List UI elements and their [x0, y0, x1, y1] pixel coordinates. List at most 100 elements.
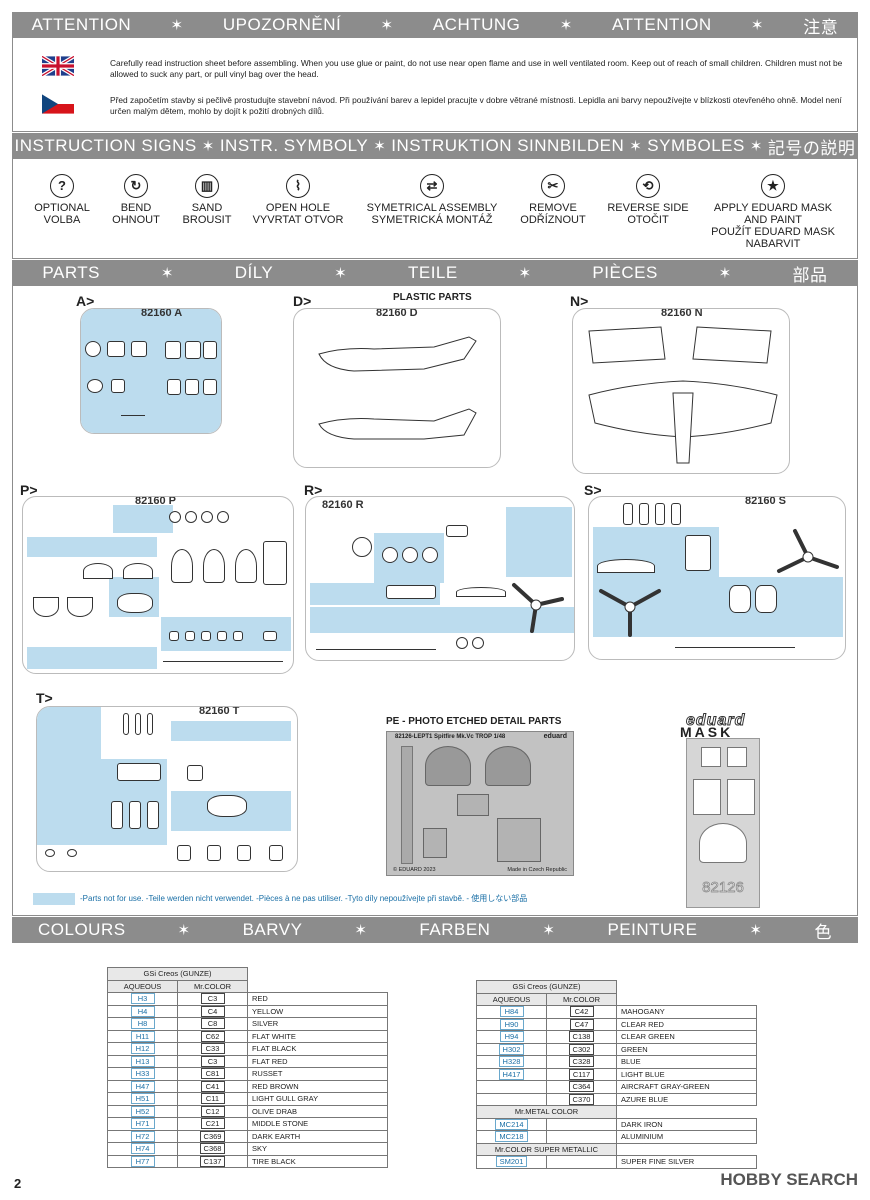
sign-label: OTOČIT — [627, 214, 669, 226]
mr-color-code — [546, 1155, 617, 1169]
star-separator: ✶ — [354, 922, 368, 939]
aqueous-code-tag: H90 — [499, 1018, 524, 1030]
aqueous-code-tag: H417 — [498, 1068, 525, 1080]
aqueous-code-tag: H12 — [130, 1043, 155, 1055]
aqueous-code: H47 — [107, 1079, 178, 1093]
star-mask-icon: ★ — [761, 174, 785, 198]
wing-parts-icon — [588, 326, 778, 464]
fuselage-halves-icon — [318, 336, 477, 440]
sprue-code: 82160 N — [661, 308, 703, 319]
mr-color-code-tag: C47 — [569, 1018, 594, 1030]
uk-flag-icon — [42, 56, 74, 76]
mr-color-code: C4 — [177, 1004, 248, 1018]
colour-name: ALUMINIUM — [616, 1130, 757, 1144]
header-text: TEILE — [407, 263, 458, 282]
colour-row: H302 C302 GREEN — [476, 1042, 757, 1056]
section-header: Mr.METAL COLOR — [476, 1105, 617, 1119]
sign-label: VOLBA — [43, 214, 81, 226]
star-separator: ✶ — [718, 265, 732, 282]
sign-label: OPEN HOLE — [265, 202, 331, 214]
aqueous-code-tag: H13 — [130, 1055, 155, 1067]
part — [422, 547, 438, 563]
aqueous-code: H417 — [476, 1067, 547, 1081]
colour-name: DARK IRON — [616, 1117, 757, 1131]
aqueous-code: H51 — [107, 1092, 178, 1106]
part — [203, 549, 225, 583]
optional-icon: ? — [50, 174, 74, 198]
part — [167, 379, 181, 395]
aqueous-code: H8 — [107, 1017, 178, 1031]
part — [201, 631, 211, 641]
aqueous-code: H302 — [476, 1042, 547, 1056]
drill-icon: ⌇ — [286, 174, 310, 198]
mask-piece — [699, 823, 747, 863]
aqueous-code-tag: H72 — [130, 1130, 155, 1142]
section-header-row: Mr.METAL COLOR — [476, 1105, 757, 1119]
propeller-icon — [599, 589, 661, 637]
part — [147, 801, 159, 829]
mr-color-header: Mr.COLOR — [177, 979, 248, 993]
sign-mask: ★ APPLY EDUARD MASK AND PAINT POUŽÍT EDU… — [708, 174, 838, 250]
sign-sand: ▥ SAND BROUSIT — [172, 174, 242, 226]
mr-color-code: C12 — [177, 1104, 248, 1118]
colour-name: LIGHT GULL GRAY — [247, 1092, 388, 1106]
sign-label: REVERSE SIDE — [607, 202, 689, 214]
mask-piece — [727, 747, 747, 767]
sprue-label: D> — [293, 293, 312, 309]
mr-color-code-tag: C302 — [568, 1043, 595, 1055]
czech-warning: Před započetím stavby si pečlivě prostud… — [110, 95, 842, 116]
sprue-t: 82160 T — [36, 706, 298, 872]
part — [67, 849, 77, 857]
part — [185, 341, 201, 359]
aqueous-code: H12 — [107, 1042, 178, 1056]
mr-color-code-tag: C328 — [568, 1056, 595, 1068]
sign-label: SAND — [191, 202, 223, 214]
instrument-panel — [425, 746, 471, 786]
mr-color-code: C81 — [177, 1067, 248, 1081]
seatbelt-strip — [401, 746, 413, 864]
star-separator: ✶ — [542, 922, 556, 939]
pe-brand: eduard — [543, 733, 567, 740]
aqueous-code-tag: H302 — [498, 1043, 525, 1055]
part — [217, 631, 227, 641]
signs-header: INSTRUCTION SIGNS ✶ INSTR. SYMBOLY ✶ INS… — [12, 133, 858, 159]
aqueous-code: H94 — [476, 1030, 547, 1044]
aqueous-header: AQUEOUS — [107, 979, 178, 993]
part — [263, 631, 277, 641]
colour-name: RUSSET — [247, 1067, 388, 1081]
sign-label: OPTIONAL — [34, 202, 90, 214]
part — [67, 597, 93, 617]
sign-reverse: ⟲ REVERSE SIDE OTOČIT — [600, 174, 696, 226]
mr-color-code-tag: C369 — [199, 1130, 226, 1142]
pe-copyright: © EDUARD 2023 — [393, 867, 436, 873]
sprue-code: 82160 D — [376, 308, 418, 319]
colour-name: GREEN — [616, 1042, 757, 1056]
sprue-d: 82160 D — [293, 308, 501, 468]
part — [233, 631, 243, 641]
sign-open-hole: ⌇ OPEN HOLE VYVRTAT OTVOR — [248, 174, 348, 226]
unused-area — [171, 721, 291, 741]
star-separator: ✶ — [170, 17, 184, 34]
part — [169, 631, 179, 641]
part — [352, 537, 372, 557]
section-header-row: Mr.COLOR SUPER METALLIC — [476, 1142, 757, 1156]
sprue-label: S> — [584, 482, 602, 498]
sign-label: ODŘÍZNOUT — [520, 214, 586, 226]
part — [235, 549, 257, 583]
part — [207, 795, 247, 817]
header-text: COLOURS — [37, 920, 126, 939]
part — [217, 511, 229, 523]
mr-color-code: C328 — [546, 1055, 617, 1069]
mr-color-code-tag: C42 — [569, 1006, 594, 1018]
